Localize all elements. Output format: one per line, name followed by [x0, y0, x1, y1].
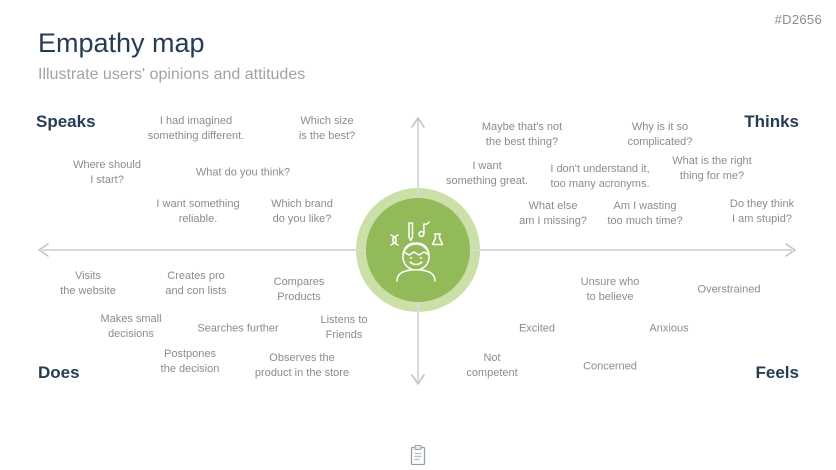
center-circle-inner [366, 198, 470, 302]
note-feels-4: Not competent [466, 352, 518, 379]
note-does-5: Listens to Friends [320, 314, 368, 341]
note-does-3: Makes small decisions [100, 313, 162, 340]
note-does-7: Observes the product in the store [254, 352, 350, 379]
note-does-4: Searches further [197, 322, 279, 335]
arrow-left-icon [38, 243, 49, 257]
page-subtitle: Illustrate users' opinions and attitudes [38, 66, 306, 83]
note-speaks-4: I want something reliable. [156, 198, 240, 225]
note-thinks-2: I want something great. [446, 160, 528, 187]
page-title: Empathy map [38, 28, 205, 58]
note-does-0: Visits the website [60, 270, 116, 297]
note-speaks-2: Where should I start? [73, 159, 141, 186]
note-does-1: Creates pro and con lists [165, 270, 227, 297]
note-thinks-5: What else am I missing? [519, 200, 587, 227]
note-thinks-0: Maybe that's not the best thing? [481, 121, 563, 148]
note-feels-0: Unsure who to believe [580, 276, 640, 303]
note-feels-5: Concerned [583, 360, 637, 373]
quadrant-label-does: Does [38, 363, 80, 382]
note-feels-1: Overstrained [697, 283, 761, 296]
arrow-right-icon [785, 243, 796, 257]
quadrant-label-feels: Feels [755, 363, 799, 382]
arrow-down-icon [411, 374, 425, 385]
note-thinks-6: Am I wasting too much time? [607, 200, 683, 227]
note-speaks-5: Which brand do you like? [271, 198, 333, 225]
note-does-6: Postpones the decision [160, 348, 220, 375]
note-feels-2: Excited [518, 322, 556, 335]
note-thinks-4: What is the right thing for me? [672, 155, 752, 182]
note-speaks-1: Which size is the best? [298, 115, 356, 142]
note-thinks-3: I don't understand it, too many acronyms… [550, 163, 650, 190]
thinking-person-icon [390, 221, 444, 282]
note-thinks-7: Do they think I am stupid? [729, 198, 795, 225]
note-thinks-1: Why is it so complicated? [627, 121, 693, 148]
slide-code: #D2656 [774, 12, 822, 27]
quadrant-label-thinks: Thinks [744, 112, 799, 131]
note-speaks-3: What do you think? [195, 166, 291, 179]
note-does-2: Compares Products [273, 276, 325, 303]
quadrant-label-speaks: Speaks [36, 112, 96, 131]
arrow-up-icon [411, 117, 425, 128]
note-feels-3: Anxious [649, 322, 689, 335]
axis-arrowheads [38, 117, 796, 385]
note-speaks-0: I had imagined something different. [147, 115, 245, 142]
clipboard-icon[interactable] [408, 444, 428, 468]
